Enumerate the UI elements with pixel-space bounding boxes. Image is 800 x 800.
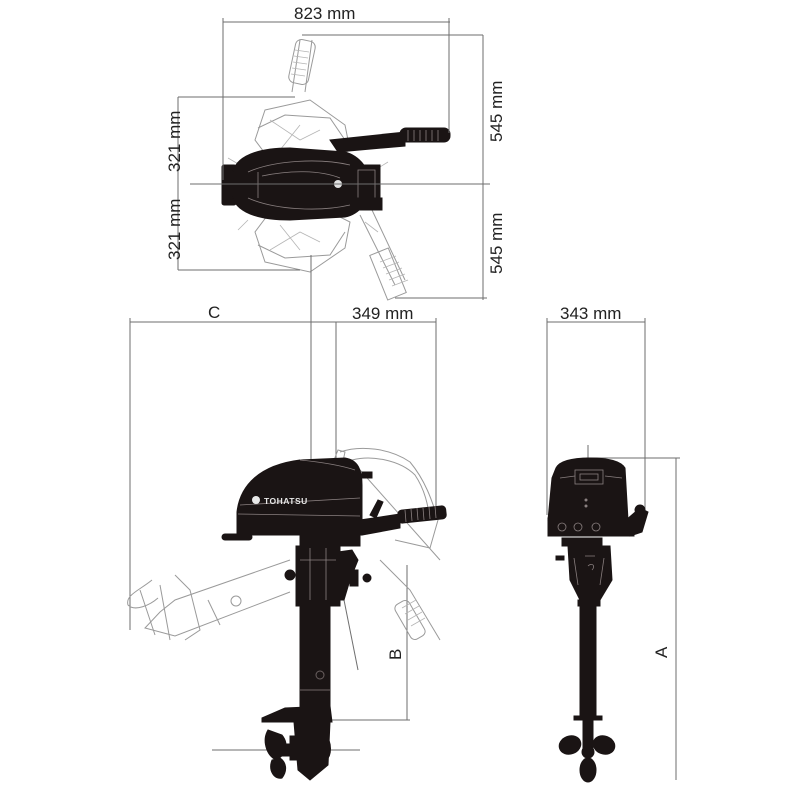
side-view-lower-unit (261, 605, 333, 781)
rear-view-cowl (547, 457, 649, 537)
tiller-sweep-lower-label: 545 mm (487, 213, 506, 274)
top-view: 823 mm 545 mm 545 mm 321 mm 321 mm (165, 4, 506, 460)
cowl-width-label: 343 mm (560, 304, 621, 323)
turning-half-lower-label: 321 mm (165, 199, 184, 260)
tiller-sweep-upper-label: 545 mm (487, 81, 506, 142)
side-view: TOHATSU (127, 303, 447, 781)
turning-half-upper-label: 321 mm (165, 111, 184, 172)
rear-offset-label: 349 mm (352, 304, 413, 323)
brand-logo-text: TOHATSU (264, 496, 308, 506)
side-view-tilted-leg-ghost (127, 559, 291, 641)
rear-view-clamp (555, 537, 613, 607)
side-view-clamp (284, 535, 372, 607)
side-view-tiller (221, 499, 447, 541)
rear-view: 343 mm A (546, 304, 680, 783)
overall-height-label: A (652, 646, 671, 658)
rear-view-propeller (558, 735, 616, 783)
top-view-tiller-handle (329, 127, 451, 153)
top-view-dimensions (177, 18, 490, 460)
brand-logo-icon (252, 496, 260, 504)
transom-height-label: B (386, 649, 405, 660)
rear-view-shaft (573, 605, 603, 751)
side-view-cowl: TOHATSU (236, 457, 373, 536)
rear-view-dimensions (546, 318, 680, 780)
tilt-reach-label: C (208, 303, 220, 322)
overall-width-label: 823 mm (294, 4, 355, 23)
